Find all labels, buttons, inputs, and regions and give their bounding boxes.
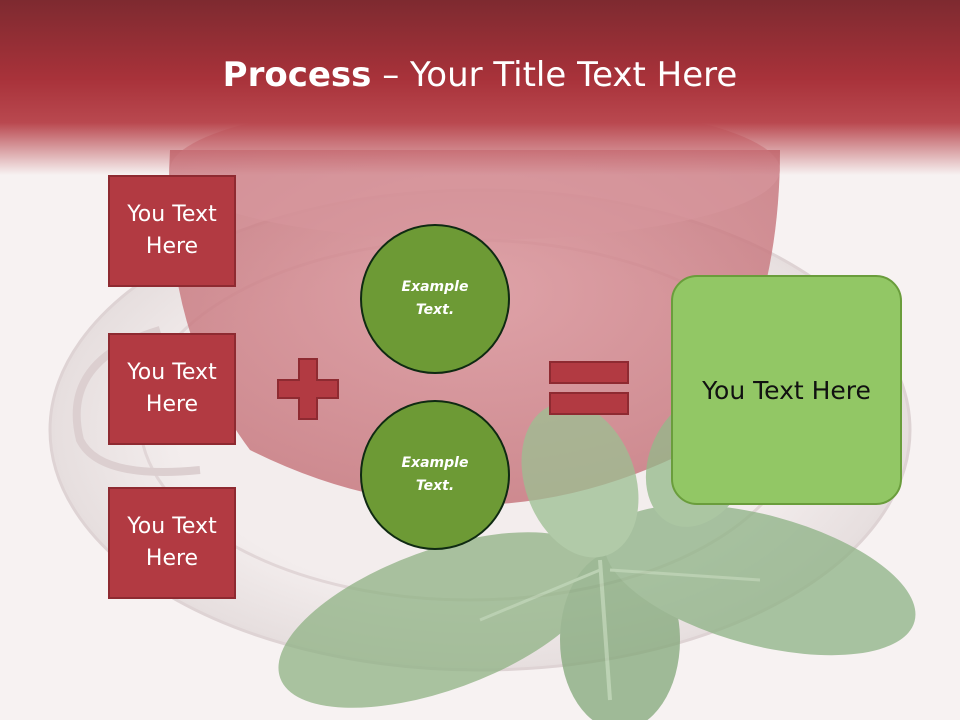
result-box[interactable]: You Text Here (671, 275, 902, 505)
input-box-2[interactable]: You Text Here (108, 333, 236, 445)
slide-title: Process – Your Title Text Here (0, 52, 960, 98)
plus-icon (277, 358, 339, 420)
equals-icon (549, 361, 629, 415)
title-bold: Process (222, 55, 372, 95)
title-band (0, 0, 960, 175)
example-circle-2[interactable]: Example Text. (360, 400, 510, 550)
input-box-1[interactable]: You Text Here (108, 175, 236, 287)
input-box-label: You Text Here (127, 360, 217, 417)
result-label: You Text Here (702, 375, 871, 405)
title-separator: – (371, 55, 411, 95)
example-circle-1[interactable]: Example Text. (360, 224, 510, 374)
circle-label: Example Text. (401, 279, 469, 318)
input-box-3[interactable]: You Text Here (108, 487, 236, 599)
title-rest: Your Title Text Here (410, 55, 738, 95)
input-box-label: You Text Here (127, 514, 217, 571)
input-box-label: You Text Here (127, 202, 217, 259)
circle-label: Example Text. (401, 455, 469, 494)
